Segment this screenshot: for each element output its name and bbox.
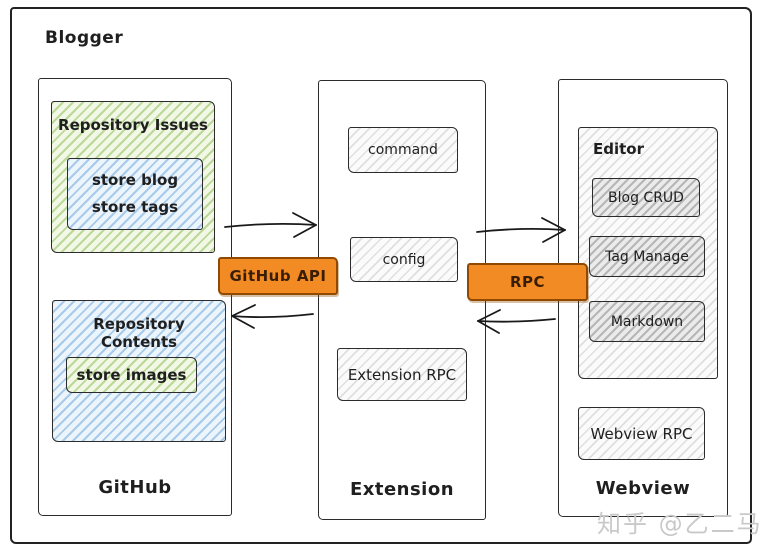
config-box: config (350, 237, 458, 282)
repository-issues-label: Repository Issues (58, 116, 208, 134)
webview-column-label: Webview (595, 478, 691, 499)
command-label: command (368, 142, 438, 158)
extension-column-label: Extension (349, 479, 455, 500)
blog-crud-box: Blog CRUD (592, 178, 700, 217)
github-api-connector: GitHub API (218, 257, 338, 295)
watermark: 知乎 @乙二马 (597, 510, 763, 538)
editor-label: Editor (593, 140, 644, 158)
repository-contents-label: Repository Contents (93, 315, 185, 351)
command-box: command (348, 127, 458, 173)
github-api-label: GitHub API (229, 267, 327, 285)
store-images-label: store images (76, 366, 187, 384)
rpc-connector: RPC (467, 263, 588, 301)
github-column-label: GitHub (98, 477, 172, 498)
blog-crud-label: Blog CRUD (608, 189, 684, 206)
config-label: config (382, 251, 426, 268)
webview-rpc-box: Webview RPC (578, 407, 705, 460)
store-blog-tags-box: store blog store tags (67, 158, 203, 230)
rpc-label: RPC (509, 273, 546, 291)
outer-frame (10, 7, 752, 544)
extension-rpc-label: Extension RPC (347, 365, 457, 384)
store-blog-label: store blog (91, 171, 179, 189)
tag-manage-label: Tag Manage (605, 248, 689, 265)
store-images-box: store images (66, 357, 197, 393)
markdown-box: Markdown (589, 301, 705, 342)
markdown-label: Markdown (610, 313, 684, 330)
webview-rpc-label: Webview RPC (590, 424, 693, 443)
store-tags-label: store tags (91, 198, 179, 216)
page-title: Blogger (45, 28, 124, 48)
extension-rpc-box: Extension RPC (337, 348, 467, 401)
tag-manage-box: Tag Manage (589, 236, 705, 277)
